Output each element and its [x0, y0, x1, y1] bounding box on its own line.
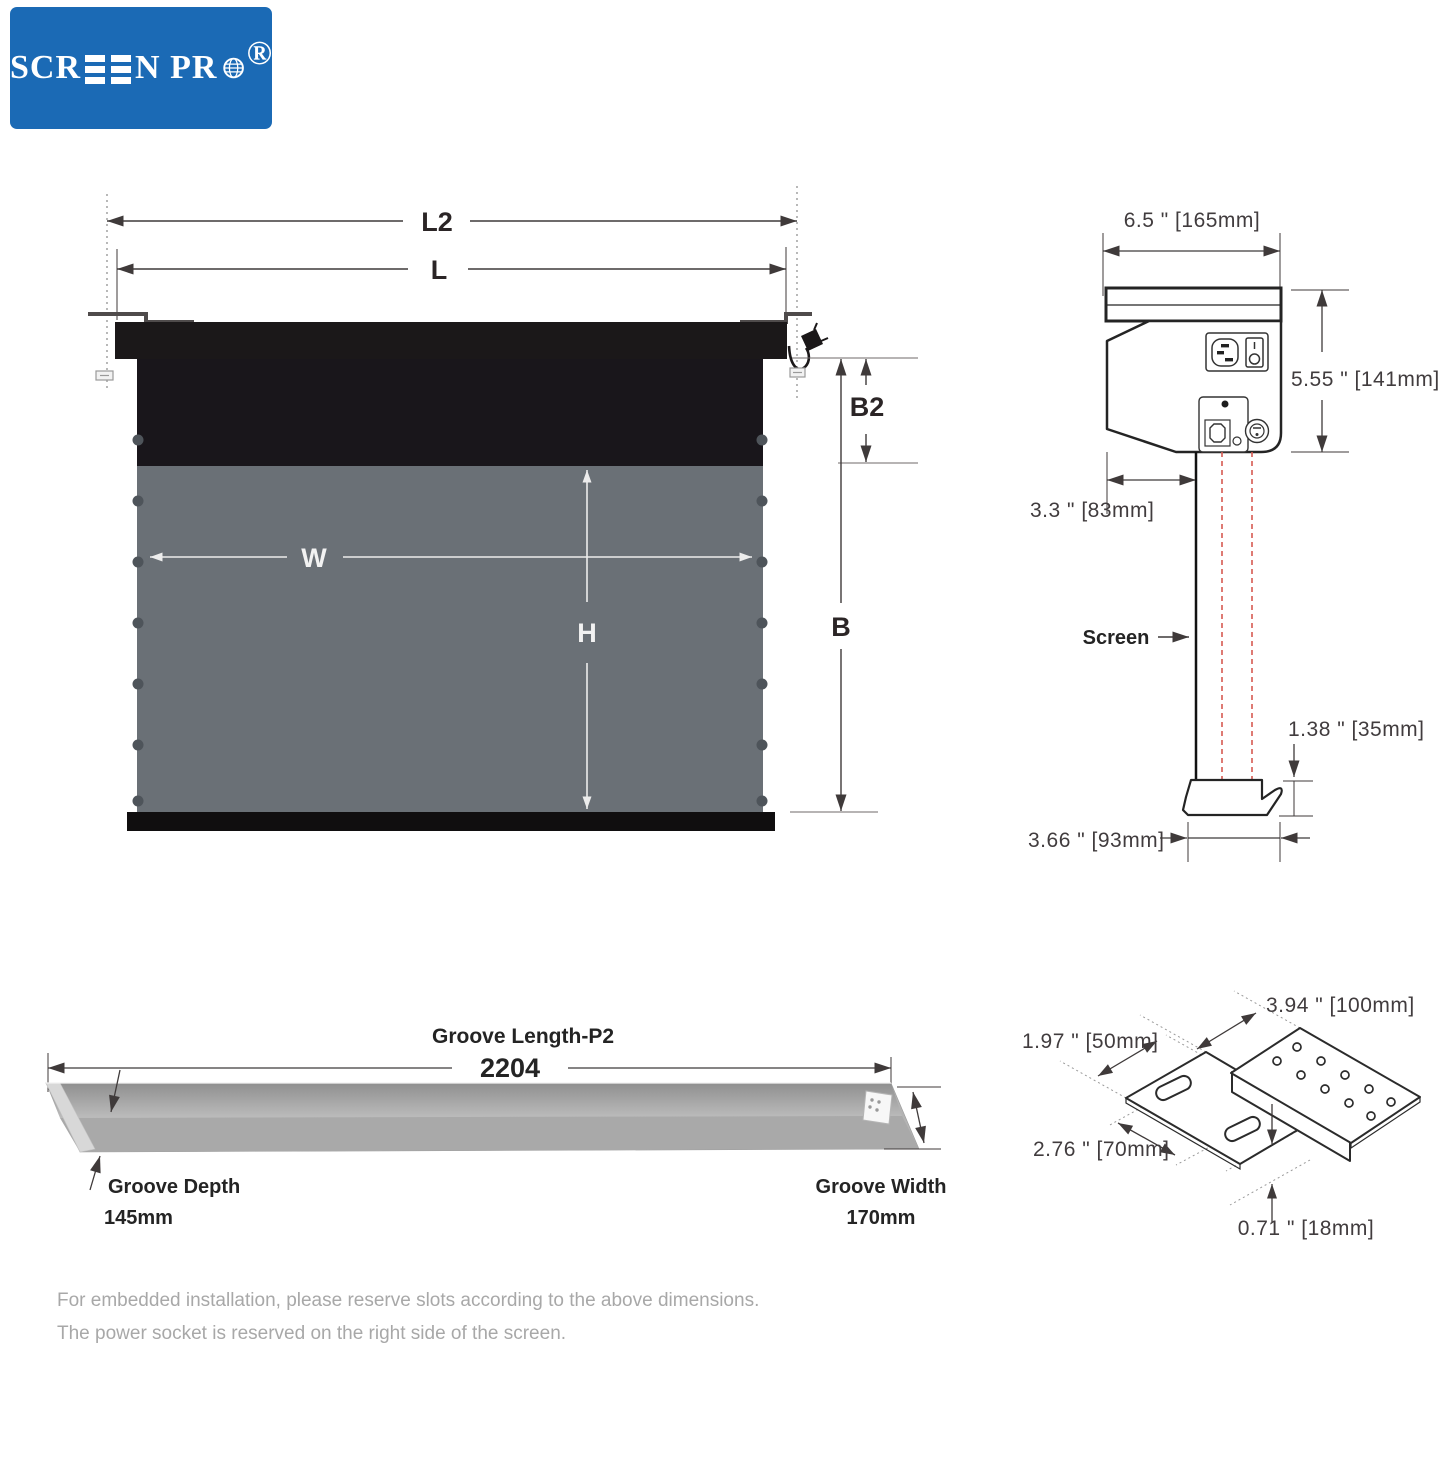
brand-logo: SCR N PR ® [10, 7, 272, 129]
dim-case-height: 5.55 " [141mm] [1291, 368, 1440, 391]
top-masking-drop [137, 359, 763, 466]
power-inlet-panel [1205, 332, 1269, 372]
installation-notes: For embedded installation, please reserv… [57, 1284, 759, 1350]
globe-icon [223, 57, 245, 79]
front-view-diagram: L2 L [88, 186, 918, 831]
dim-l [116, 247, 787, 320]
guide-lines [106, 186, 798, 402]
groove-width-value: 170mm [847, 1207, 916, 1229]
dim-bar-width: 3.66 " [93mm] [1028, 829, 1165, 852]
inlet-pins [1217, 344, 1233, 362]
red-guide-dashes [1221, 452, 1253, 788]
tension-tabs-right [756, 434, 768, 807]
dim-top-width: 6.5 " [165mm] [1124, 209, 1261, 232]
dim-l2-label: L2 [421, 207, 453, 237]
groove-depth-label: Groove Depth [108, 1176, 240, 1198]
registered-mark: ® [246, 35, 273, 72]
ground-symbols [95, 367, 806, 381]
dim-top-width-lines [1102, 233, 1281, 296]
screen-surface [137, 466, 763, 812]
dim-l-label: L [431, 255, 448, 285]
dim-back-offset-lines [1106, 452, 1196, 514]
groove-depth-value: 145mm [104, 1207, 173, 1229]
side-view-diagram: 6.5 " [165mm] [1028, 209, 1440, 862]
groove-diagram: Groove Length-P2 2204 Groove Depth 145mm [45, 1025, 947, 1229]
bracket-dim-step: 0.71 " [18mm] [1238, 1217, 1375, 1240]
dim-b2-label: B2 [850, 392, 885, 422]
bracket-holes [1272, 1042, 1396, 1121]
dim-bar-height-lines [1279, 744, 1313, 817]
dim-w-label: W [301, 543, 327, 573]
groove-width-dim [884, 1086, 941, 1150]
bracket-slot [1155, 1074, 1192, 1102]
brand-text-npr: N PR [135, 49, 218, 86]
groove-title: Groove Length-P2 [432, 1025, 614, 1048]
bracket-slot [1224, 1115, 1261, 1143]
groove-body [45, 1082, 920, 1153]
bracket-diagram: 3.94 " [100mm] 1.97 " [50mm] 2.76 " [70m… [1022, 990, 1421, 1240]
bracket-dim-top: 3.94 " [100mm] [1266, 994, 1415, 1017]
note-line-1: For embedded installation, please reserv… [57, 1290, 760, 1311]
right-reference-lines [790, 357, 918, 813]
groove-depth-arrows [89, 1069, 121, 1191]
bracket-right-plate [1230, 1027, 1421, 1150]
power-plug-icon [787, 322, 829, 371]
weight-bar-profile [1181, 778, 1283, 817]
bottom-weight-bar [127, 812, 775, 831]
dim-back-offset: 3.3 " [83mm] [1030, 499, 1154, 522]
groove-socket-panel [862, 1090, 893, 1125]
e-bars [111, 54, 132, 84]
bracket-dim-bottom: 2.76 " [70mm] [1033, 1138, 1170, 1161]
screen-case [115, 322, 787, 359]
screen-pointer-label: Screen [1083, 627, 1150, 649]
dim-h-label: H [577, 618, 597, 648]
dim-b-label: B [831, 612, 851, 642]
groove-width-label: Groove Width [816, 1176, 947, 1198]
bracket-dim-side: 1.97 " [50mm] [1022, 1030, 1159, 1053]
dim-case-height-lines [1291, 289, 1349, 453]
ceiling-brackets [88, 312, 812, 324]
bracket-dim-arrows [1097, 1012, 1277, 1222]
brand-text-scr: SCR [10, 49, 82, 86]
groove-length-value: 2204 [480, 1053, 540, 1083]
brand-double-e-icon [85, 54, 132, 84]
dim-bar-width-lines [1160, 822, 1310, 862]
dim-bar-height: 1.38 " [35mm] [1288, 718, 1425, 741]
tension-tabs-left [132, 434, 144, 807]
connector-panel [1198, 396, 1270, 453]
e-bars [85, 54, 106, 84]
note-line-2: The power socket is reserved on the righ… [57, 1323, 567, 1344]
